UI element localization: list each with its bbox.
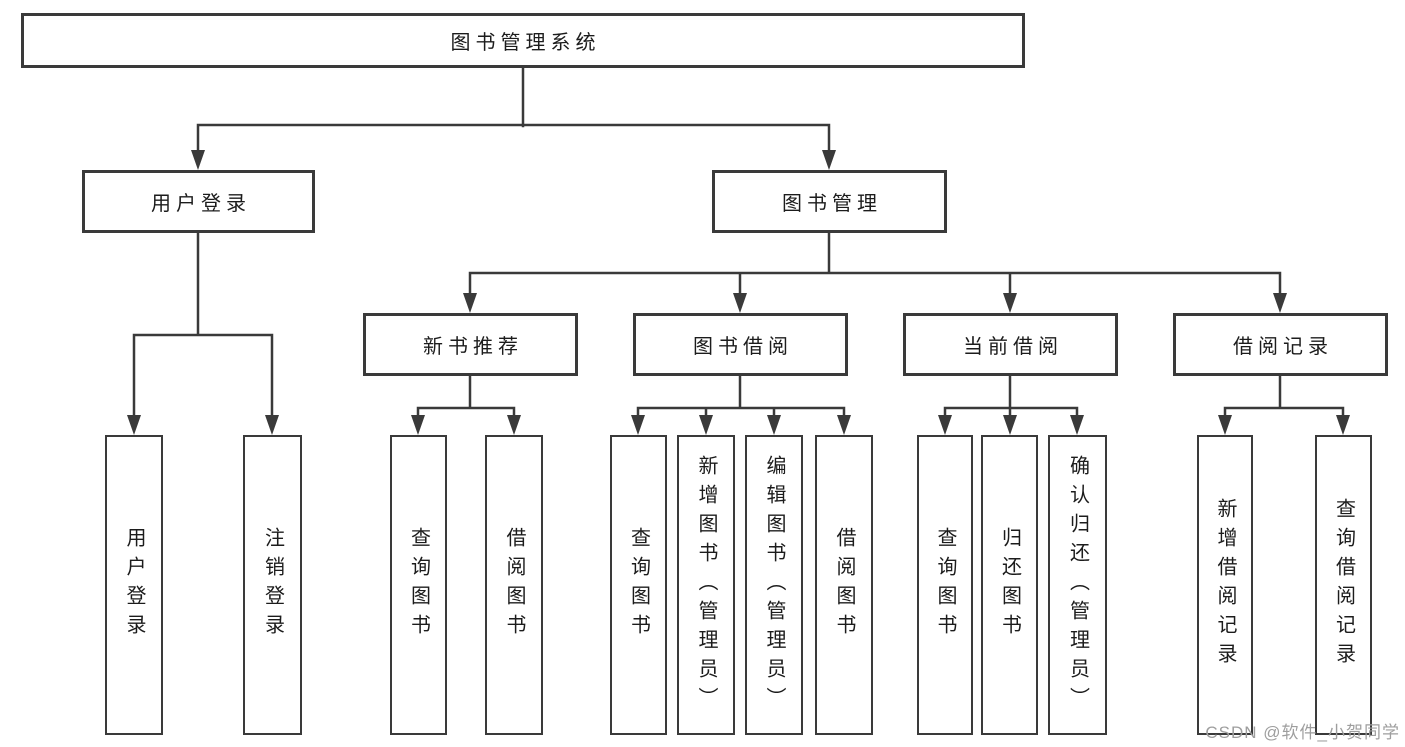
node-new-book-recommend-label: 新书推荐 bbox=[423, 336, 523, 358]
leaf-query-borrow-record-label: 查询借阅记录 bbox=[1332, 498, 1355, 672]
node-root-label: 图书管理系统 bbox=[450, 32, 601, 54]
leaf-logout-label: 注销登录 bbox=[261, 527, 284, 643]
leaf-user-login-label: 用户登录 bbox=[123, 527, 145, 643]
leaf-confirm-return-admin-label: 确认归还（管理员） bbox=[1066, 454, 1089, 716]
node-borrow-record: 借阅记录 bbox=[1173, 313, 1388, 376]
leaf-query-book-1: 查询图书 bbox=[390, 435, 447, 735]
leaf-borrow-book-1-label: 借阅图书 bbox=[503, 527, 525, 643]
node-current-borrow-label: 当前借阅 bbox=[963, 336, 1063, 358]
leaf-add-book-admin-label: 新增图书（管理员） bbox=[695, 454, 717, 716]
leaf-return-book-label: 归还图书 bbox=[998, 527, 1021, 643]
node-book-borrow-label: 图书借阅 bbox=[693, 336, 793, 358]
node-book-management-label: 图书管理 bbox=[782, 193, 882, 215]
leaf-borrow-book-2: 借阅图书 bbox=[815, 435, 873, 735]
leaf-borrow-book-1: 借阅图书 bbox=[485, 435, 543, 735]
leaf-query-book-2: 查询图书 bbox=[610, 435, 667, 735]
node-user-login: 用户登录 bbox=[82, 170, 315, 233]
leaf-return-book: 归还图书 bbox=[981, 435, 1038, 735]
node-root: 图书管理系统 bbox=[21, 13, 1025, 68]
leaf-borrow-book-2-label: 借阅图书 bbox=[833, 527, 855, 643]
leaf-query-book-2-label: 查询图书 bbox=[627, 527, 650, 643]
node-book-management: 图书管理 bbox=[712, 170, 947, 233]
node-current-borrow: 当前借阅 bbox=[903, 313, 1118, 376]
node-borrow-record-label: 借阅记录 bbox=[1233, 336, 1333, 358]
leaf-add-book-admin: 新增图书（管理员） bbox=[677, 435, 735, 735]
leaf-query-book-3: 查询图书 bbox=[917, 435, 973, 735]
leaf-add-borrow-record-label: 新增借阅记录 bbox=[1214, 498, 1236, 672]
leaf-confirm-return-admin: 确认归还（管理员） bbox=[1048, 435, 1107, 735]
leaf-edit-book-admin-label: 编辑图书（管理员） bbox=[763, 454, 785, 716]
node-new-book-recommend: 新书推荐 bbox=[363, 313, 578, 376]
leaf-query-book-3-label: 查询图书 bbox=[934, 527, 956, 643]
leaf-logout: 注销登录 bbox=[243, 435, 302, 735]
csdn-watermark: CSDN @软件_小贺同学 bbox=[1205, 723, 1400, 742]
leaf-query-book-1-label: 查询图书 bbox=[407, 527, 430, 643]
leaf-edit-book-admin: 编辑图书（管理员） bbox=[745, 435, 803, 735]
leaf-add-borrow-record: 新增借阅记录 bbox=[1197, 435, 1253, 735]
leaf-query-borrow-record: 查询借阅记录 bbox=[1315, 435, 1372, 735]
leaf-user-login: 用户登录 bbox=[105, 435, 163, 735]
node-user-login-label: 用户登录 bbox=[151, 193, 251, 215]
node-book-borrow: 图书借阅 bbox=[633, 313, 848, 376]
